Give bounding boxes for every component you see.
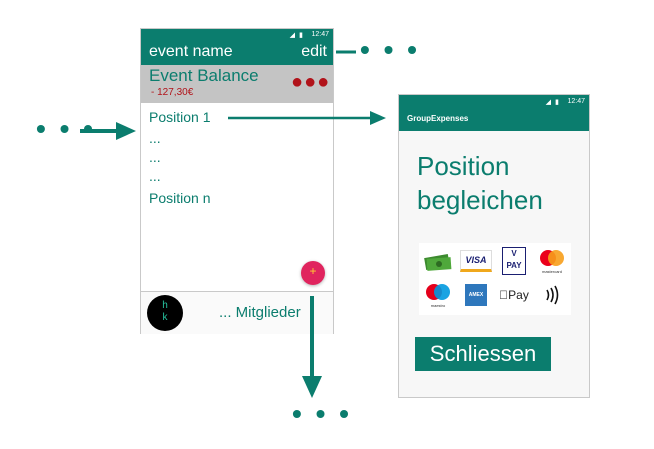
vpay-icon[interactable]: V PAY <box>497 247 531 275</box>
event-name-title: event name <box>149 43 233 60</box>
heading-line-2: begleichen <box>417 185 543 215</box>
payment-methods-panel: VISA V PAY mastercard maestro A <box>419 243 571 315</box>
balance-menu-icon[interactable]: ●●● <box>291 71 331 93</box>
incoming-dots: • • • <box>36 113 96 144</box>
fab-arrow-head <box>302 376 322 398</box>
heading-line-1: Position <box>417 151 510 181</box>
mastercard-icon[interactable]: mastercard <box>535 247 569 275</box>
amex-text: AMEX <box>468 292 484 298</box>
cash-icon[interactable] <box>421 247 455 275</box>
svg-text:maestro: maestro <box>431 303 446 308</box>
apple-pay-icon[interactable]: Pay <box>497 281 531 309</box>
signal-icon: ◢ <box>545 99 551 106</box>
balance-amount: - 127,30€ <box>151 87 194 98</box>
position-item[interactable]: ... <box>149 168 161 184</box>
plus-icon: + <box>309 264 317 278</box>
maestro-icon[interactable]: maestro <box>421 281 455 309</box>
status-bar: 12:47 ▮ ◢ <box>141 29 333 41</box>
visa-icon[interactable]: VISA <box>459 247 493 275</box>
edit-dots: • • • <box>360 34 420 65</box>
position-item[interactable]: ... <box>149 130 161 146</box>
position-item[interactable]: Position n <box>149 190 211 206</box>
signal-icon: ◢ <box>289 32 295 39</box>
members-bar: h k ... Mitglieder <box>141 291 333 334</box>
avatar-initials: h k <box>162 300 168 323</box>
edit-button[interactable]: edit <box>301 43 327 60</box>
phone-payment-screen: 12:47 ▮ ◢ GroupExpenses Position begleic… <box>398 94 590 398</box>
svg-text:mastercard: mastercard <box>542 269 562 274</box>
incoming-arrow-head <box>116 122 136 140</box>
position-item[interactable]: Position 1 <box>149 109 211 125</box>
contactless-icon[interactable] <box>535 281 569 309</box>
applepay-text: Pay <box>503 288 529 302</box>
app-title: GroupExpenses <box>407 114 469 123</box>
close-button[interactable]: Schliessen <box>415 337 551 371</box>
amex-icon[interactable]: AMEX <box>459 281 493 309</box>
visa-text: VISA <box>465 255 487 265</box>
status-time: 12:47 <box>567 98 585 105</box>
status-time: 12:47 <box>311 31 329 38</box>
position-arrow-head <box>370 111 386 125</box>
position-item[interactable]: ... <box>149 149 161 165</box>
battery-icon: ▮ <box>299 32 303 39</box>
members-link[interactable]: ... Mitglieder <box>219 304 301 321</box>
phone-event-screen: 12:47 ▮ ◢ event name edit Event Balance … <box>140 28 334 334</box>
app-bar: event name edit <box>141 41 333 65</box>
battery-icon: ▮ <box>555 99 559 106</box>
status-bar: 12:47 ▮ ◢ <box>399 95 589 109</box>
vpay-text: V PAY <box>506 249 522 270</box>
fab-dots: • • • <box>292 398 352 429</box>
balance-title: Event Balance <box>149 66 259 85</box>
event-balance-card[interactable]: Event Balance - 127,30€ ●●● <box>141 65 333 103</box>
add-position-button[interactable]: + <box>301 261 325 285</box>
app-bar: GroupExpenses <box>399 109 589 131</box>
avatar[interactable]: h k <box>147 295 183 331</box>
